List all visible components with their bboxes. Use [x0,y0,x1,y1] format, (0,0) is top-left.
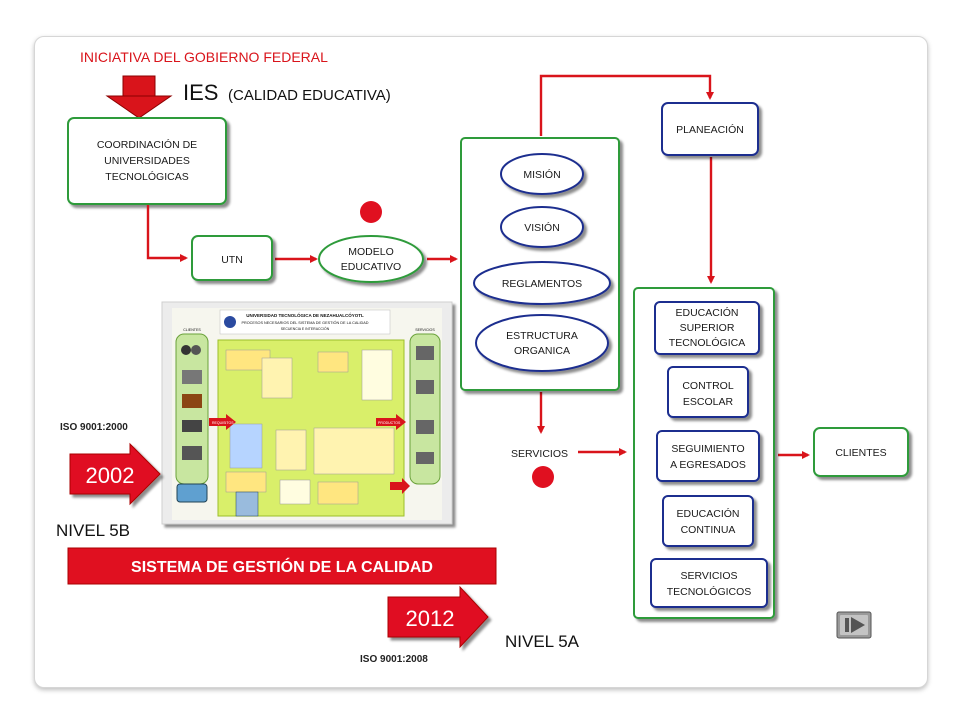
nivel-5a-label: NIVEL 5A [505,632,580,651]
initiative-text: INICIATIVA DEL GOBIERNO FEDERAL [80,49,328,65]
mission-vision-group: MISIÓN VISIÓN REGLAMENTOS ESTRUCTURA ORG… [460,137,620,391]
process-map-image: UNIVERSIDAD TECNOLÓGICA DE NEZAHUALCÓYOT… [161,301,453,525]
educacion-continua-line-2: CONTINUA [681,524,736,536]
services-group: EDUCACIÓN SUPERIOR TECNOLÓGICA CONTROL E… [633,287,775,619]
control-escolar-line-1: CONTROL [682,380,733,392]
coordinacion-line-2: UNIVERSIDADES [104,155,190,167]
map-subtitle: PROCESOS NECESARIOS DEL SISTEMA DE GESTI… [241,320,368,325]
utn-label: UTN [221,254,243,266]
map-subtitle-2: SECUENCIA E INTERACCIÓN [281,326,330,331]
iso-2008-label: ISO 9001:2008 [360,654,428,665]
educacion-superior-line-3: TECNOLÓGICA [669,336,745,349]
modelo-line-2: EDUCATIVO [341,261,401,273]
ies-subtitle: (CALIDAD EDUCATIVA) [228,87,391,104]
reglamentos-label: REGLAMENTOS [502,278,582,290]
coordinacion-line-1: COORDINACIÓN DE [97,138,197,151]
sgc-label: SISTEMA DE GESTIÓN DE LA CALIDAD [131,557,433,576]
servicios-label: SERVICIOS [511,448,568,460]
educacion-continua-line-1: EDUCACIÓN [676,507,739,520]
red-dot-marker [532,466,554,488]
servicios-tec-line-1: SERVICIOS [681,570,738,582]
educacion-superior-line-2: SUPERIOR [680,322,735,334]
sgc-banner: SISTEMA DE GESTIÓN DE LA CALIDAD [67,547,497,585]
educacion-superior-line-1: EDUCACIÓN [675,306,738,319]
red-dot-marker [360,201,382,223]
modelo-line-1: MODELO [348,246,394,258]
seguimiento-line-2: A EGRESADOS [670,459,746,471]
seguimiento-line-1: SEGUIMIENTO [671,443,744,455]
flow-connectors [146,74,810,459]
iso-2000-label: ISO 9001:2000 [60,422,128,433]
mision-label: MISIÓN [523,168,560,181]
year-2012-label: 2012 [406,606,455,631]
year-2012-arrow: 2012 [387,585,489,649]
clientes-node: CLIENTES [813,427,909,477]
estructura-line-2: ORGANICA [514,345,570,357]
utn-node: UTN [191,235,273,281]
map-right-column: SERVICIOS [415,328,435,332]
planeacion-label: PLANEACIÓN [676,123,744,136]
down-arrow-icon [105,75,173,119]
coordinacion-line-3: TECNOLÓGICAS [105,170,188,183]
servicios-tec-line-2: TECNOLÓGICOS [667,585,752,598]
map-left-column: CLIENTES [183,328,201,332]
nivel-5b-label: NIVEL 5B [56,521,130,540]
year-2002-arrow: 2002 [69,442,161,506]
estructura-line-1: ESTRUCTURA [506,330,578,342]
university-logo-icon [224,316,236,328]
year-2002-label: 2002 [86,463,135,488]
forward-nav-icon[interactable] [836,611,872,639]
map-requisitos: REQUISITOS [212,421,234,425]
clientes-label: CLIENTES [835,447,886,459]
vision-label: VISIÓN [524,221,560,234]
map-title: UNIVERSIDAD TECNOLÓGICA DE NEZAHUALCÓYOT… [246,311,364,318]
control-escolar-line-2: ESCOLAR [683,396,734,408]
planeacion-node: PLANEACIÓN [661,102,759,156]
modelo-educativo-node: MODELO EDUCATIVO [318,235,424,283]
ies-title: IES [183,80,218,105]
map-productos: PRODUCTOS [378,421,401,425]
coordinacion-node: COORDINACIÓN DE UNIVERSIDADES TECNOLÓGIC… [67,117,227,205]
